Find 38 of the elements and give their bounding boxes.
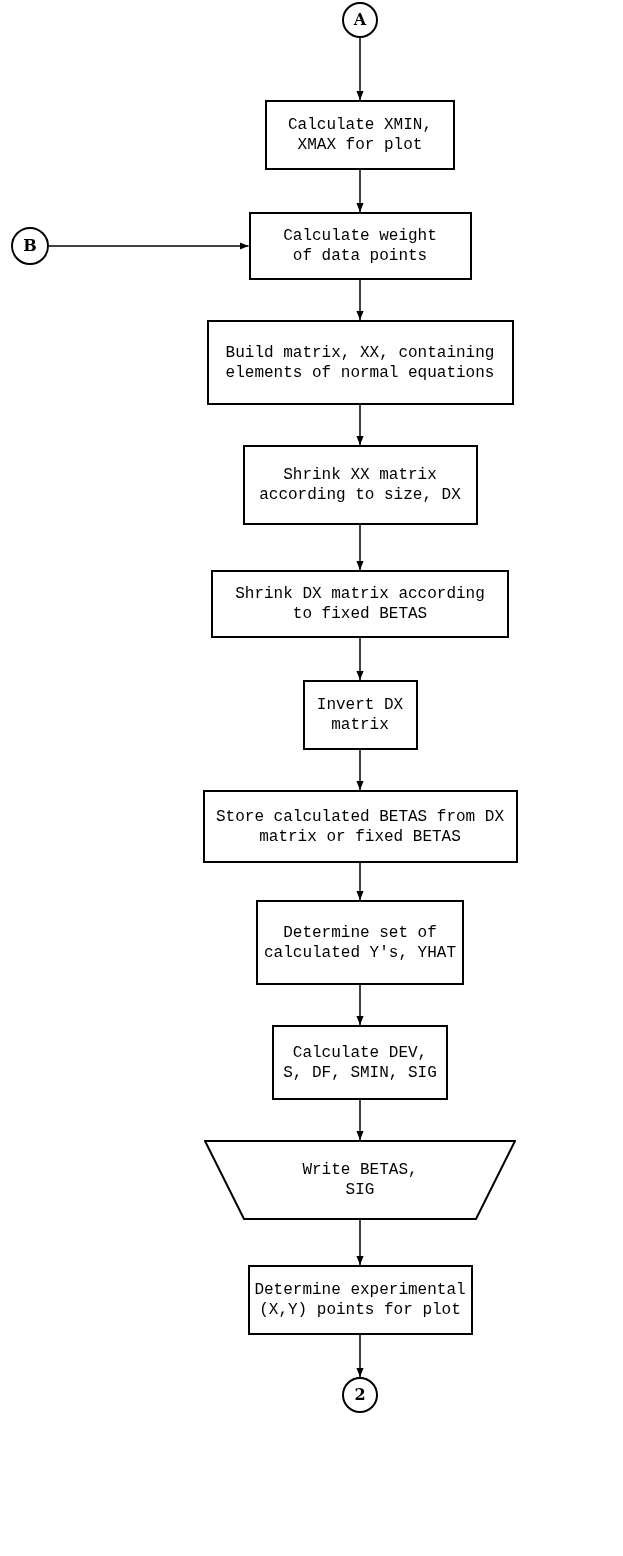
process-box <box>247 1265 473 1335</box>
step-text: Shrink DX matrix according to fixed BETAS <box>234 584 486 624</box>
step-text: Calculate DEV, S, DF, SMIN, SIG <box>282 1042 438 1083</box>
process-box <box>211 570 509 638</box>
arrow <box>356 1099 364 1141</box>
step-text: Write BETAS, SIG <box>301 1160 419 1200</box>
arrow <box>356 637 364 681</box>
process-box <box>242 445 478 525</box>
arrow <box>356 1219 364 1266</box>
arrow <box>356 749 364 791</box>
step-text: Build matrix, XX, containing elements of normal equations <box>224 342 496 383</box>
arrow <box>48 242 250 250</box>
process-box <box>248 212 472 280</box>
step-text: Invert DX matrix <box>315 695 405 735</box>
process-box <box>265 100 455 170</box>
process-box <box>256 900 464 985</box>
arrow <box>356 524 364 571</box>
arrow <box>356 1334 364 1378</box>
process-box <box>272 1025 448 1100</box>
arrow <box>356 404 364 446</box>
arrow <box>356 984 364 1026</box>
connector-letter: B <box>23 235 37 257</box>
process-box <box>206 320 514 405</box>
output-trapezoid <box>204 1140 516 1220</box>
step-text: Calculate weight of data points <box>282 226 438 266</box>
process-box <box>302 680 418 750</box>
connector-letter: A <box>353 9 367 31</box>
arrow <box>356 169 364 213</box>
step-text: Shrink XX matrix according to size, DX <box>258 465 462 505</box>
process-box <box>202 790 518 863</box>
connector-letter: 2 <box>354 1384 366 1406</box>
step-text: Determine set of calculated Y's, YHAT <box>263 922 457 963</box>
step-text: Store calculated BETAS from DX matrix or fixed BETAS <box>214 806 505 847</box>
step-text: Calculate XMIN, XMAX for plot <box>287 115 433 155</box>
arrow <box>356 862 364 901</box>
arrow <box>356 37 364 101</box>
arrow <box>356 279 364 321</box>
step-text: Determine experimental (X,Y) points for plot <box>253 1280 467 1320</box>
